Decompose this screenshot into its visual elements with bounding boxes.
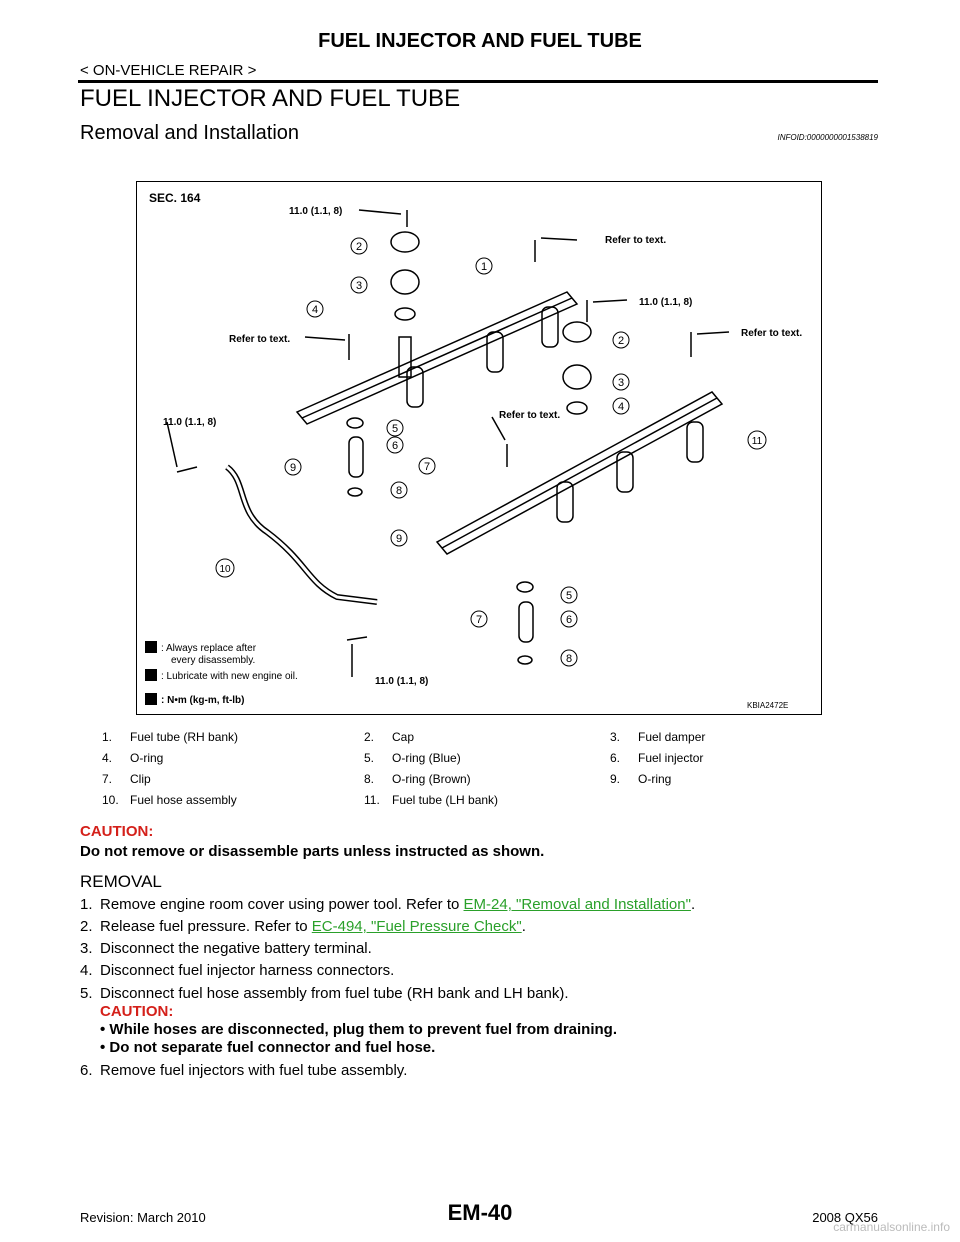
caution-text: Do not remove or disassemble parts unles… [80, 843, 545, 860]
section-title: FUEL INJECTOR AND FUEL TUBE [80, 85, 461, 112]
page-header-title: FUEL INJECTOR AND FUEL TUBE [318, 30, 642, 52]
subsection-title: Removal and Installation [80, 122, 300, 144]
legend-item: 3.Fuel damper [610, 730, 706, 744]
fuel-tube-rh-drawing [166, 209, 730, 677]
legend-item: 8.O-ring (Brown) [364, 772, 471, 786]
info-id: INFOID:0000000001538819 [777, 133, 878, 142]
callout-3b: 3 [612, 373, 630, 391]
torque-label-bottom: 11.0 (1.1, 8) [375, 676, 428, 687]
callout-8: 8 [390, 481, 408, 499]
callout-2b: 2 [612, 331, 630, 349]
legend-item: 6.Fuel injector [610, 751, 704, 765]
callout-10: 10 [215, 558, 235, 578]
sec-label: SEC. 164 [149, 191, 201, 205]
callout-11: 11 [747, 430, 767, 450]
watermark: carmanualsonline.info [833, 1220, 950, 1234]
figure-code: KBIA2472E [747, 701, 788, 710]
step5-bullet-1: • While hoses are disconnected, plug the… [100, 1021, 617, 1038]
svg-text:7: 7 [476, 614, 482, 626]
refer-label-4: Refer to text. [499, 410, 560, 421]
footer-model: 2008 QX56 [812, 1210, 878, 1225]
header-divider [78, 80, 878, 83]
removal-step-5: 5.Disconnect fuel hose assembly from fue… [80, 985, 569, 1002]
removal-step-6: 6.Remove fuel injectors with fuel tube a… [80, 1062, 408, 1079]
link-em-24[interactable]: EM-24, "Removal and Installation" [463, 896, 691, 913]
legend-item: 11.Fuel tube (LH bank) [364, 793, 499, 807]
svg-text:9: 9 [396, 533, 402, 545]
diagram-drawing: 1 2 3 4 2 3 4 5 6 7 8 9 9 10 11 5 6 7 8 … [145, 191, 802, 710]
callout-3: 3 [350, 276, 368, 294]
footer-page-number: EM-40 [447, 1200, 513, 1225]
svg-text:4: 4 [618, 401, 624, 413]
removal-step-1: 1.Remove engine room cover using power t… [80, 896, 696, 913]
svg-text:6: 6 [566, 614, 572, 626]
caution-label: CAUTION: [80, 823, 154, 840]
callout-1: 1 [475, 257, 493, 275]
removal-step-4: 4.Disconnect fuel injector harness conne… [80, 962, 395, 979]
svg-text:11: 11 [752, 436, 763, 447]
legend-torque: : N•m (kg-m, ft-lb) [161, 695, 245, 706]
svg-text:1: 1 [481, 261, 487, 273]
breadcrumb: < ON-VEHICLE REPAIR > [80, 62, 257, 79]
legend-replace-line2: every disassembly. [171, 655, 255, 666]
exploded-diagram: 1 2 3 4 2 3 4 5 6 7 8 9 9 10 11 5 6 7 8 … [136, 181, 822, 715]
refer-label-2: Refer to text. [229, 334, 290, 345]
legend-item: 4.O-ring [102, 751, 164, 765]
svg-text:5: 5 [566, 590, 572, 602]
footer-revision: Revision: March 2010 [80, 1210, 206, 1225]
svg-text:10: 10 [219, 564, 231, 575]
legend-item: 1.Fuel tube (RH bank) [102, 730, 239, 744]
torque-label-left: 11.0 (1.1, 8) [163, 417, 216, 428]
svg-text:6: 6 [392, 440, 398, 452]
svg-text:8: 8 [566, 653, 572, 665]
callout-9: 9 [284, 458, 302, 476]
callout-7b: 7 [470, 610, 488, 628]
svg-text:9: 9 [290, 462, 296, 474]
refer-label-3: Refer to text. [741, 328, 802, 339]
svg-text:7: 7 [424, 461, 430, 473]
legend-item: 2.Cap [364, 730, 415, 744]
callout-4b: 4 [612, 397, 630, 415]
torque-label-right: 11.0 (1.1, 8) [639, 297, 692, 308]
removal-step-3: 3.Disconnect the negative battery termin… [80, 940, 372, 957]
removal-heading: REMOVAL [80, 872, 162, 891]
removal-step-2: 2.Release fuel pressure. Refer to EC-494… [80, 918, 526, 935]
legend-item: 10.Fuel hose assembly [102, 793, 237, 807]
callout-8b: 8 [560, 649, 578, 667]
callout-2: 2 [350, 237, 368, 255]
svg-text:2: 2 [618, 335, 624, 347]
legend-replace-line1: : Always replace after [161, 643, 257, 654]
callout-7: 7 [418, 457, 436, 475]
callout-group: 1 2 3 4 2 3 4 5 6 7 8 9 9 10 11 5 6 7 8 [215, 237, 767, 667]
refer-label-1: Refer to text. [605, 235, 666, 246]
svg-text:5: 5 [392, 423, 398, 435]
torque-label-top: 11.0 (1.1, 8) [289, 206, 342, 217]
legend-lube: : Lubricate with new engine oil. [161, 671, 298, 682]
legend-item: 5.O-ring (Blue) [364, 751, 461, 765]
link-ec-494[interactable]: EC-494, "Fuel Pressure Check" [311, 918, 522, 935]
callout-5: 5 [386, 419, 404, 437]
step5-caution-label: CAUTION: [100, 1003, 174, 1020]
callout-5b: 5 [560, 586, 578, 604]
svg-text:2: 2 [356, 241, 362, 253]
svg-text:4: 4 [312, 304, 318, 316]
legend-item: 7.Clip [102, 772, 151, 786]
callout-4: 4 [306, 300, 324, 318]
callout-6: 6 [386, 436, 404, 454]
svg-text:8: 8 [396, 485, 402, 497]
callout-6b: 6 [560, 610, 578, 628]
svg-text:3: 3 [618, 377, 624, 389]
legend-item: 9.O-ring [610, 772, 672, 786]
step5-bullet-2: • Do not separate fuel connector and fue… [100, 1039, 436, 1056]
callout-9b: 9 [390, 529, 408, 547]
svg-text:3: 3 [356, 280, 362, 292]
